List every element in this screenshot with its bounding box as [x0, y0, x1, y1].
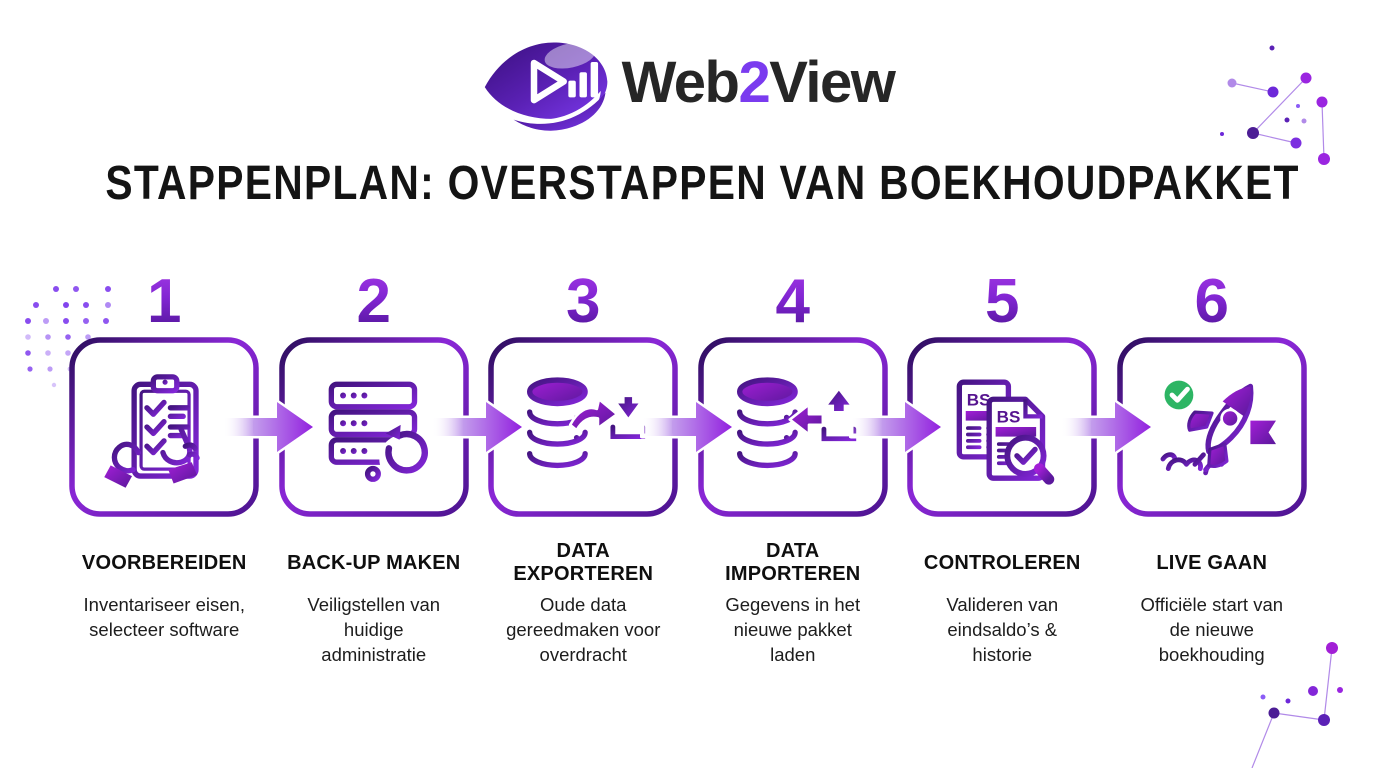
step-title: BACK-UP MAKEN — [287, 551, 461, 574]
brand-name: Web2View — [621, 49, 896, 115]
step-description: Gegevens in het nieuwe pakket laden — [725, 594, 861, 665]
step-description: Inventariseer eisen, selecteer software — [83, 594, 245, 640]
step-title: CONTROLEREN — [923, 551, 1081, 574]
step-5: 5 BS BS — [907, 265, 1097, 667]
svg-text:BS: BS — [967, 391, 991, 410]
constellation-decoration-top-right — [1220, 45, 1330, 165]
step-box — [279, 337, 469, 517]
step-description: Veiligstellen van huidige administratie — [307, 594, 441, 665]
step-6: 6 — [1117, 265, 1307, 667]
step-number: 3 — [566, 266, 601, 336]
clipboard-checklist-hands-icon — [104, 374, 200, 488]
step-number: 1 — [147, 266, 182, 336]
step-box — [1117, 337, 1307, 517]
step-number: 6 — [1194, 266, 1229, 336]
step-connector-arrow — [1059, 399, 1154, 455]
balance-documents-magnifier-icon: BS BS — [956, 379, 1055, 485]
step-connector-arrow — [430, 399, 525, 455]
database-export-download-icon — [527, 377, 646, 469]
step-3: 3 — [488, 265, 678, 667]
database-import-upload-icon — [736, 377, 856, 469]
step-connector-arrow — [221, 399, 316, 455]
step-connector-arrow — [640, 399, 735, 455]
step-1: 1 — [69, 265, 259, 667]
svg-text:BS: BS — [997, 408, 1021, 427]
step-number: 4 — [775, 266, 810, 336]
dots-pattern-decoration — [25, 286, 111, 388]
step-title: DATA EXPORTEREN — [513, 540, 654, 585]
step-box: BS BS — [907, 337, 1097, 517]
step-title: LIVE GAAN — [1156, 551, 1268, 574]
steps-row: 1 — [0, 265, 1376, 667]
step-box — [69, 337, 259, 517]
eye-play-chart-icon — [484, 42, 607, 131]
step-description: Officiële start van de nieuwe boekhoudin… — [1140, 594, 1284, 665]
logo: Web2View — [0, 32, 1376, 132]
server-backup-restore-icon — [328, 381, 429, 484]
constellation-decoration-bottom-right — [1251, 642, 1343, 768]
step-number: 2 — [356, 266, 391, 336]
page-title: STAPPENPLAN: OVERSTAPPEN VAN BOEKHOUDPAK… — [105, 157, 1300, 210]
step-connector-arrow — [849, 399, 944, 455]
step-4: 4 — [698, 265, 888, 667]
step-title: DATA IMPORTEREN — [725, 540, 861, 585]
step-description: Valideren van eindsaldo’s & historie — [946, 594, 1059, 665]
step-title: VOORBEREIDEN — [81, 551, 247, 574]
step-description: Oude data gereedmaken voor overdracht — [506, 594, 661, 665]
rocket-launch-flag-icon — [1153, 380, 1276, 479]
step-number: 5 — [985, 266, 1020, 336]
step-2: 2 — [279, 265, 469, 667]
